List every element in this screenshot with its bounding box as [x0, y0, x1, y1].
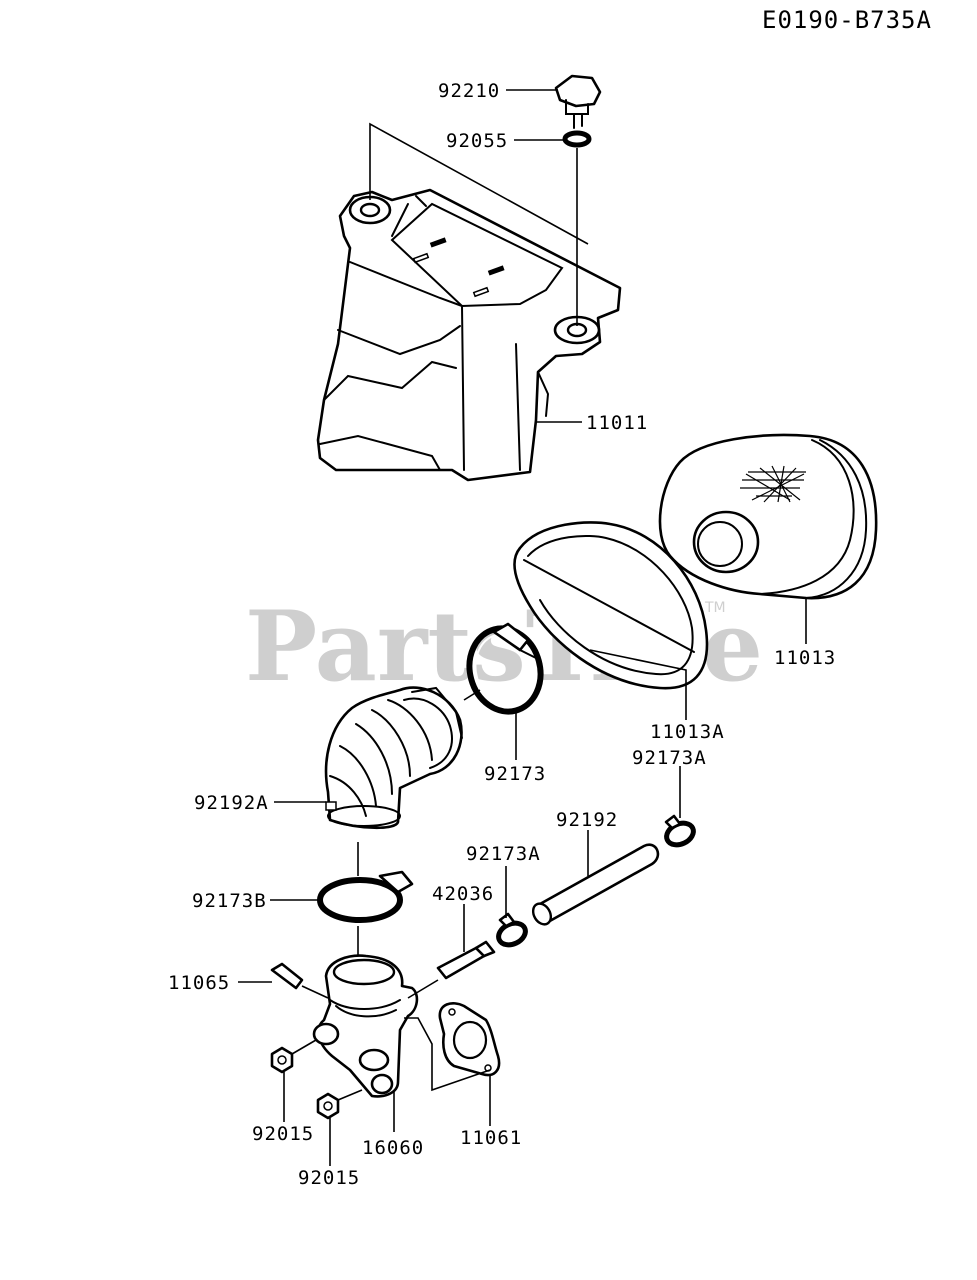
part-92055-o-ring[interactable]: [562, 130, 592, 148]
part-11013-filter-element[interactable]: [658, 433, 878, 600]
part-92015-nut-a[interactable]: [270, 1046, 294, 1074]
leader-92173-hose: [463, 689, 481, 701]
label-92173A-top[interactable]: 92173A: [632, 747, 707, 769]
part-11065-pin[interactable]: [270, 962, 304, 990]
leader-nut-a: [291, 1039, 317, 1055]
part-11013A-pre-filter[interactable]: [513, 521, 709, 690]
leader-11013A: [589, 649, 687, 720]
part-11011-cover[interactable]: [316, 188, 622, 482]
label-11011[interactable]: 11011: [586, 412, 648, 434]
label-42036[interactable]: 42036: [432, 883, 494, 905]
watermark-trademark: TM: [704, 600, 726, 616]
label-92015-b[interactable]: 92015: [298, 1167, 360, 1189]
label-92173[interactable]: 92173: [484, 763, 546, 785]
label-11013[interactable]: 11013: [774, 647, 836, 669]
label-92173A-mid[interactable]: 92173A: [466, 843, 541, 865]
label-16060[interactable]: 16060: [362, 1137, 424, 1159]
label-92173B[interactable]: 92173B: [192, 890, 267, 912]
label-11065[interactable]: 11065: [168, 972, 230, 994]
leader-fitting-to-pipe: [407, 979, 439, 999]
label-92192[interactable]: 92192: [556, 809, 618, 831]
label-92055[interactable]: 92055: [446, 130, 508, 152]
label-92015-a[interactable]: 92015: [252, 1123, 314, 1145]
label-92192A[interactable]: 92192A: [194, 792, 269, 814]
part-92210-wing-bolt[interactable]: [554, 74, 602, 129]
label-11013A[interactable]: 11013A: [650, 721, 725, 743]
diagram-code: E0190-B735A: [762, 6, 932, 34]
label-92210[interactable]: 92210: [438, 80, 500, 102]
part-92192-hose[interactable]: [530, 843, 660, 928]
part-11061-gasket[interactable]: [438, 1002, 501, 1077]
leader-gasket-to-pipe: [404, 1017, 491, 1092]
leader-pin-to-pipe: [301, 985, 329, 999]
part-16060-intake-pipe[interactable]: [312, 954, 419, 1098]
part-92192A-elbow-hose[interactable]: [324, 686, 463, 830]
part-92015-nut-b[interactable]: [316, 1092, 340, 1120]
part-92173B-clamp[interactable]: [317, 870, 414, 923]
part-42036-fitting[interactable]: [436, 940, 496, 980]
leader-cover-bolt-left: [369, 122, 589, 245]
part-92173A-small-clamp-top[interactable]: [663, 814, 697, 849]
part-92173A-small-clamp-mid[interactable]: [495, 912, 529, 949]
part-92173-clamp[interactable]: [460, 620, 549, 719]
leader-nut-b: [337, 1089, 363, 1101]
label-11061[interactable]: 11061: [460, 1127, 522, 1149]
